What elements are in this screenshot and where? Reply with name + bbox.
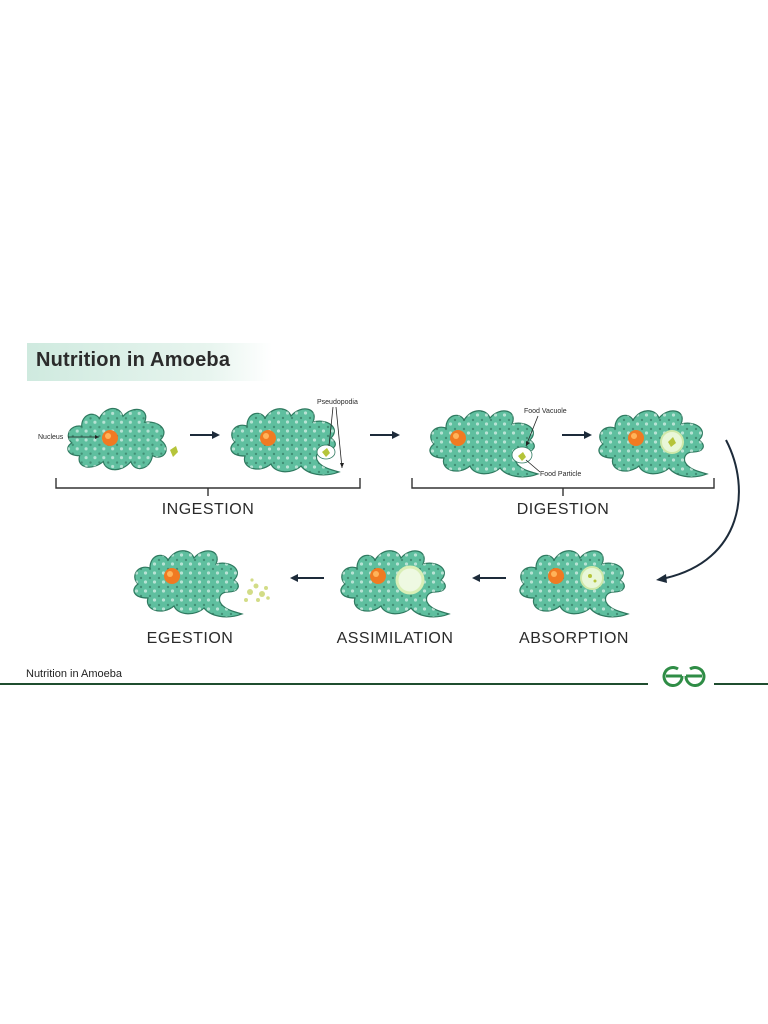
digestion-bracket xyxy=(411,478,715,496)
ingestion-bracket xyxy=(55,478,361,496)
stage-label-assimilation: ASSIMILATION xyxy=(337,630,454,647)
amoeba-diagram: Nucleus Pseudopodia INGESTION xyxy=(38,399,740,647)
right-arrow-icon xyxy=(370,431,400,439)
diagram-title: Nutrition in Amoeba xyxy=(36,349,231,371)
absorbing-vacuole-icon xyxy=(580,566,604,590)
stage-label-digestion: DIGESTION xyxy=(517,501,610,518)
amoeba-cell-absorption xyxy=(519,550,629,618)
waste-particles-icon xyxy=(244,578,270,602)
pseudopodia-label: Pseudopodia xyxy=(317,399,358,406)
amoeba-cell-1: Nucleus xyxy=(38,407,178,471)
nucleus-label: Nucleus xyxy=(38,434,64,441)
amoeba-cell-3: Food Vacuole Food Particle xyxy=(429,408,581,478)
right-arrow-icon xyxy=(562,431,592,439)
curved-arrow-icon xyxy=(656,439,740,583)
figure-caption: Nutrition in Amoeba xyxy=(26,668,122,680)
stage-label-absorption: ABSORPTION xyxy=(519,630,629,647)
right-arrow-icon xyxy=(190,431,220,439)
amoeba-cell-egestion xyxy=(133,550,270,618)
amoeba-cell-assimilation xyxy=(340,550,450,618)
stage-label-egestion: EGESTION xyxy=(147,630,234,647)
amoeba-cell-2: Pseudopodia xyxy=(230,399,358,476)
food-particle-icon xyxy=(170,446,178,457)
assimilating-vacuole-icon xyxy=(395,565,425,595)
food-particle-icon xyxy=(322,448,330,457)
title-background xyxy=(27,343,272,381)
food-particle-icon xyxy=(518,452,526,461)
left-arrow-icon xyxy=(472,574,506,582)
food-vacuole-label: Food Vacuole xyxy=(524,408,567,415)
food-particle-label: Food Particle xyxy=(540,471,581,478)
left-arrow-icon xyxy=(290,574,324,582)
stage-label-ingestion: INGESTION xyxy=(162,501,255,518)
amoeba-cell-4 xyxy=(598,410,708,478)
footer-divider xyxy=(0,683,768,685)
gfg-logo-icon xyxy=(662,666,706,687)
